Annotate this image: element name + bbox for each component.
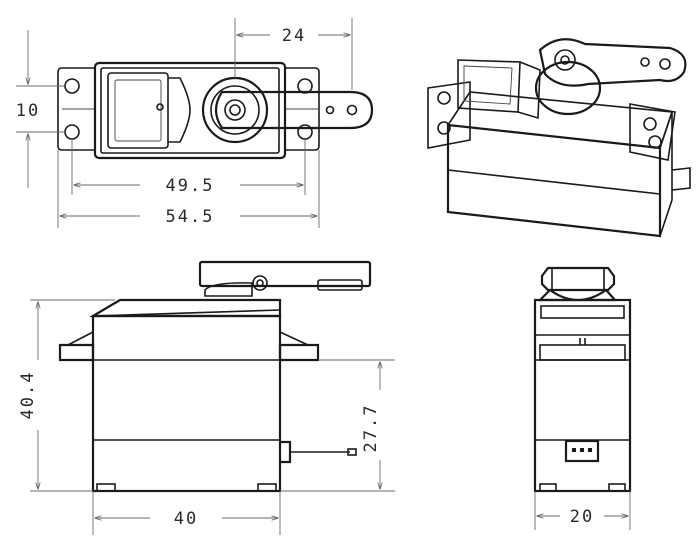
end-view: 20: [533, 266, 632, 530]
dim-total-length: 54.5: [166, 207, 215, 227]
top-servo-horn: [214, 90, 374, 130]
dim-horn-offset: 24: [282, 26, 306, 46]
end-servo-horn: [540, 266, 616, 292]
end-connector: [564, 439, 600, 463]
side-left-mount-tab: [58, 343, 95, 362]
top-label-plate: [107, 72, 169, 149]
side-body: [91, 314, 282, 493]
iso-cable: [671, 167, 691, 191]
dim-mount-height: 10: [16, 101, 40, 121]
dim-body-length: 40: [174, 509, 198, 529]
mount-hole-bottom-left: [64, 124, 80, 140]
iso-servo-horn: [538, 38, 687, 87]
side-view: 40.4 27.7 40: [18, 260, 395, 535]
isometric-view: [427, 38, 691, 238]
top-body: [93, 61, 287, 160]
top-right-flange: [284, 67, 320, 151]
dim-body-height: 40.4: [18, 371, 38, 420]
side-servo-horn: [198, 260, 372, 288]
dim-body-width: 20: [570, 507, 594, 527]
side-right-mount-tab: [278, 343, 320, 362]
top-left-flange: [57, 67, 96, 151]
side-cable: [280, 440, 292, 464]
iso-body-front: [446, 123, 662, 238]
mount-hole-top-left: [64, 78, 80, 94]
top-output-gear: [201, 76, 269, 144]
dim-mount-tab-height: 27.7: [361, 404, 381, 453]
top-view: 24 10 49.5 54.5: [16, 18, 374, 228]
mount-hole-bottom-right: [297, 124, 313, 140]
end-body: [533, 298, 632, 493]
dim-hole-spacing: 49.5: [166, 176, 215, 196]
